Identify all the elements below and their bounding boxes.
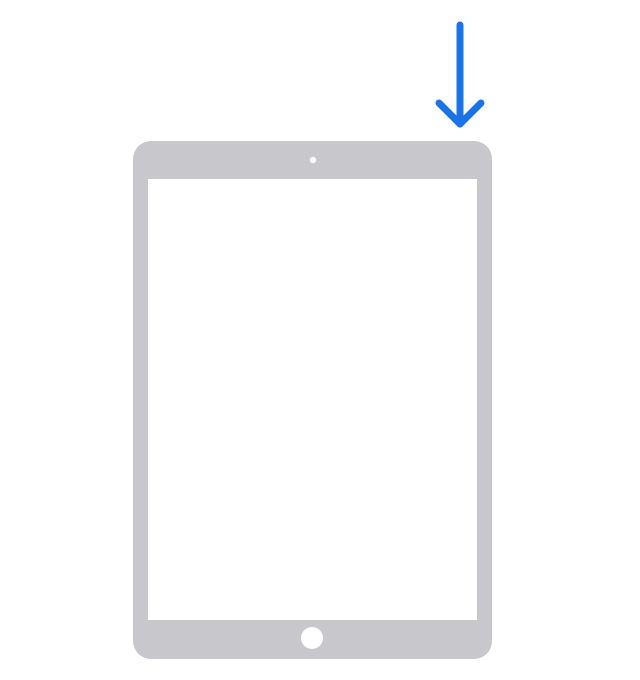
arrow-down-icon <box>435 21 485 128</box>
arrow-head <box>435 99 485 128</box>
front-camera <box>309 156 317 164</box>
home-button <box>301 627 323 649</box>
tablet-screen <box>148 179 477 620</box>
